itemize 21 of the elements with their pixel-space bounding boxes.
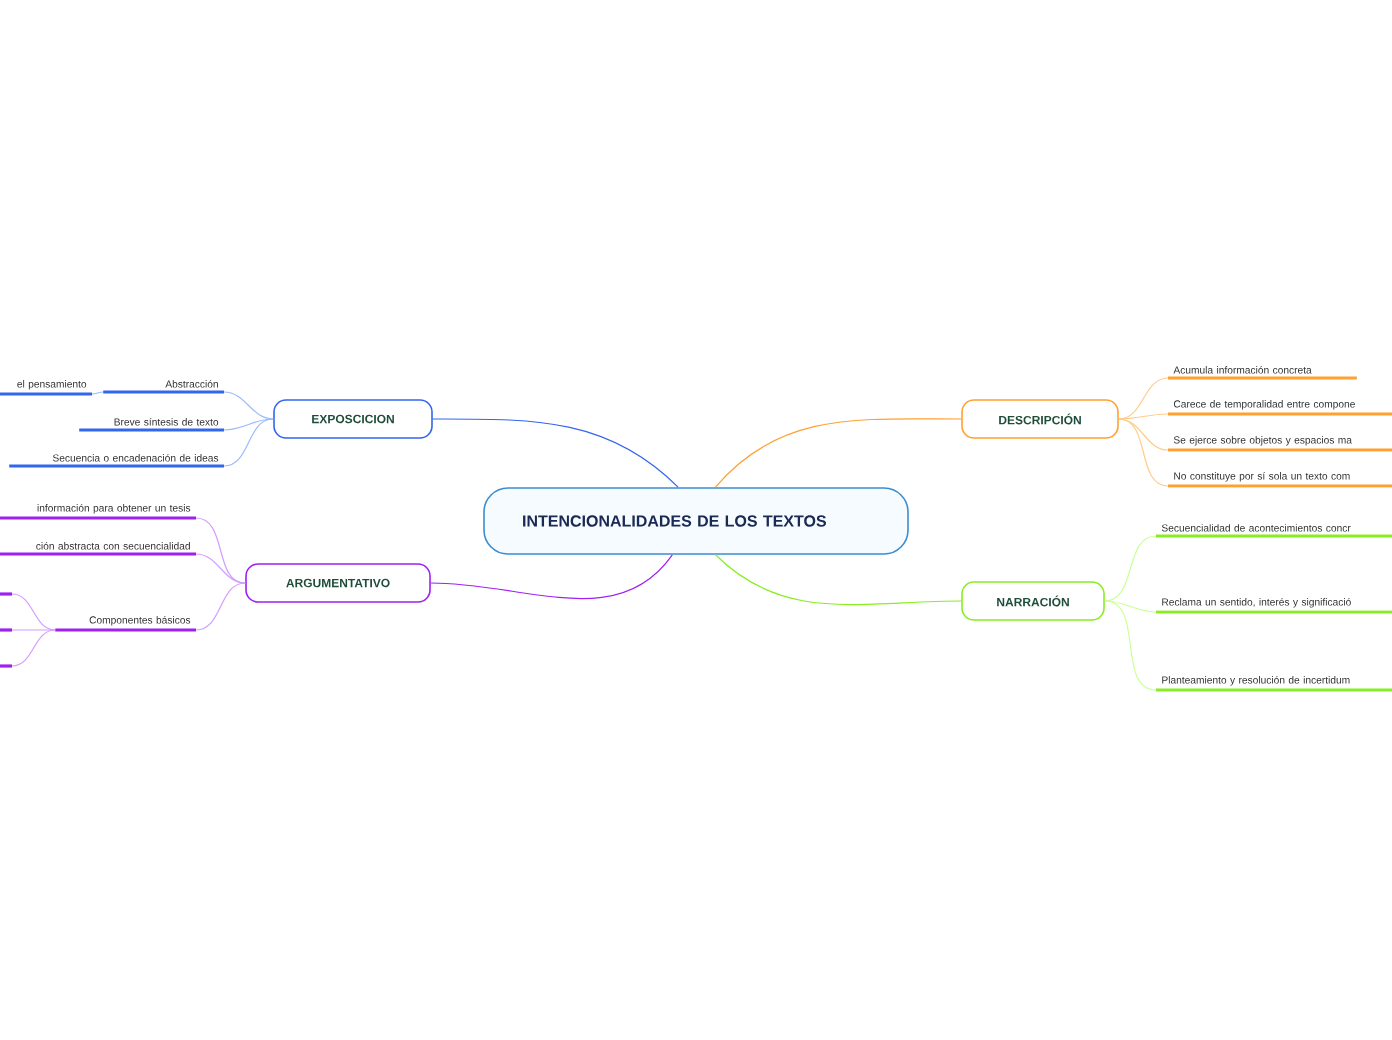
connector [195, 582, 246, 631]
connector [1104, 600, 1157, 691]
connector [1118, 418, 1169, 487]
connector [91, 391, 104, 395]
connector [432, 418, 679, 488]
connector [11, 629, 56, 667]
connector [1104, 535, 1157, 602]
connector [1118, 413, 1169, 420]
connector [714, 418, 962, 488]
connector [223, 391, 274, 420]
connector [714, 554, 962, 606]
connector [195, 553, 246, 584]
connector [1118, 418, 1169, 451]
connector [11, 629, 56, 631]
connector [430, 554, 673, 600]
connector [1118, 377, 1169, 420]
central-topic-box: INTENCIONALIDADES DE LOS TEXTOS [483, 487, 909, 555]
connector [195, 517, 246, 584]
connector [223, 418, 274, 431]
connector [223, 418, 274, 467]
connector [11, 593, 56, 631]
